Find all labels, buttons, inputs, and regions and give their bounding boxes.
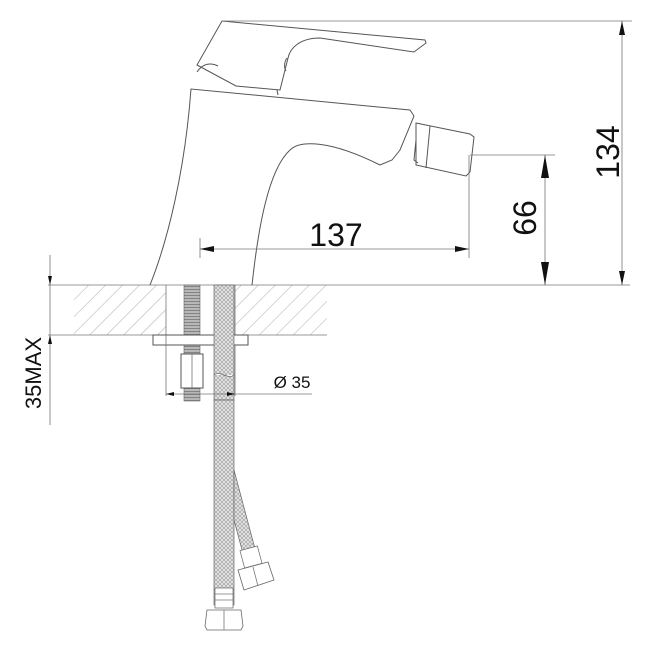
hose-fitting-right: [237, 545, 275, 591]
total-height-label: 134: [590, 125, 626, 178]
hole-diameter-label: Ø 35: [274, 373, 311, 392]
spout-height-label: 66: [507, 200, 543, 236]
spout-reach-label: 137: [309, 217, 362, 253]
faucet-body: [149, 20, 475, 286]
bidet-nozzle: [413, 122, 475, 177]
supply-hoses: [204, 284, 275, 631]
mounting-hardware: [152, 284, 249, 402]
dimension-spout-height: 66: [470, 154, 555, 285]
dimension-counter-thickness: 35MAX: [21, 255, 74, 425]
dimension-spout-reach: 137: [199, 155, 470, 258]
dimension-hole-diameter: Ø 35: [165, 335, 312, 396]
dimension-total-height: 134: [222, 20, 632, 285]
hose-fitting-left: [204, 587, 244, 631]
counter-thickness-label: 35MAX: [21, 337, 46, 409]
countertop-section: [48, 284, 630, 336]
lever-handle: [196, 20, 427, 96]
